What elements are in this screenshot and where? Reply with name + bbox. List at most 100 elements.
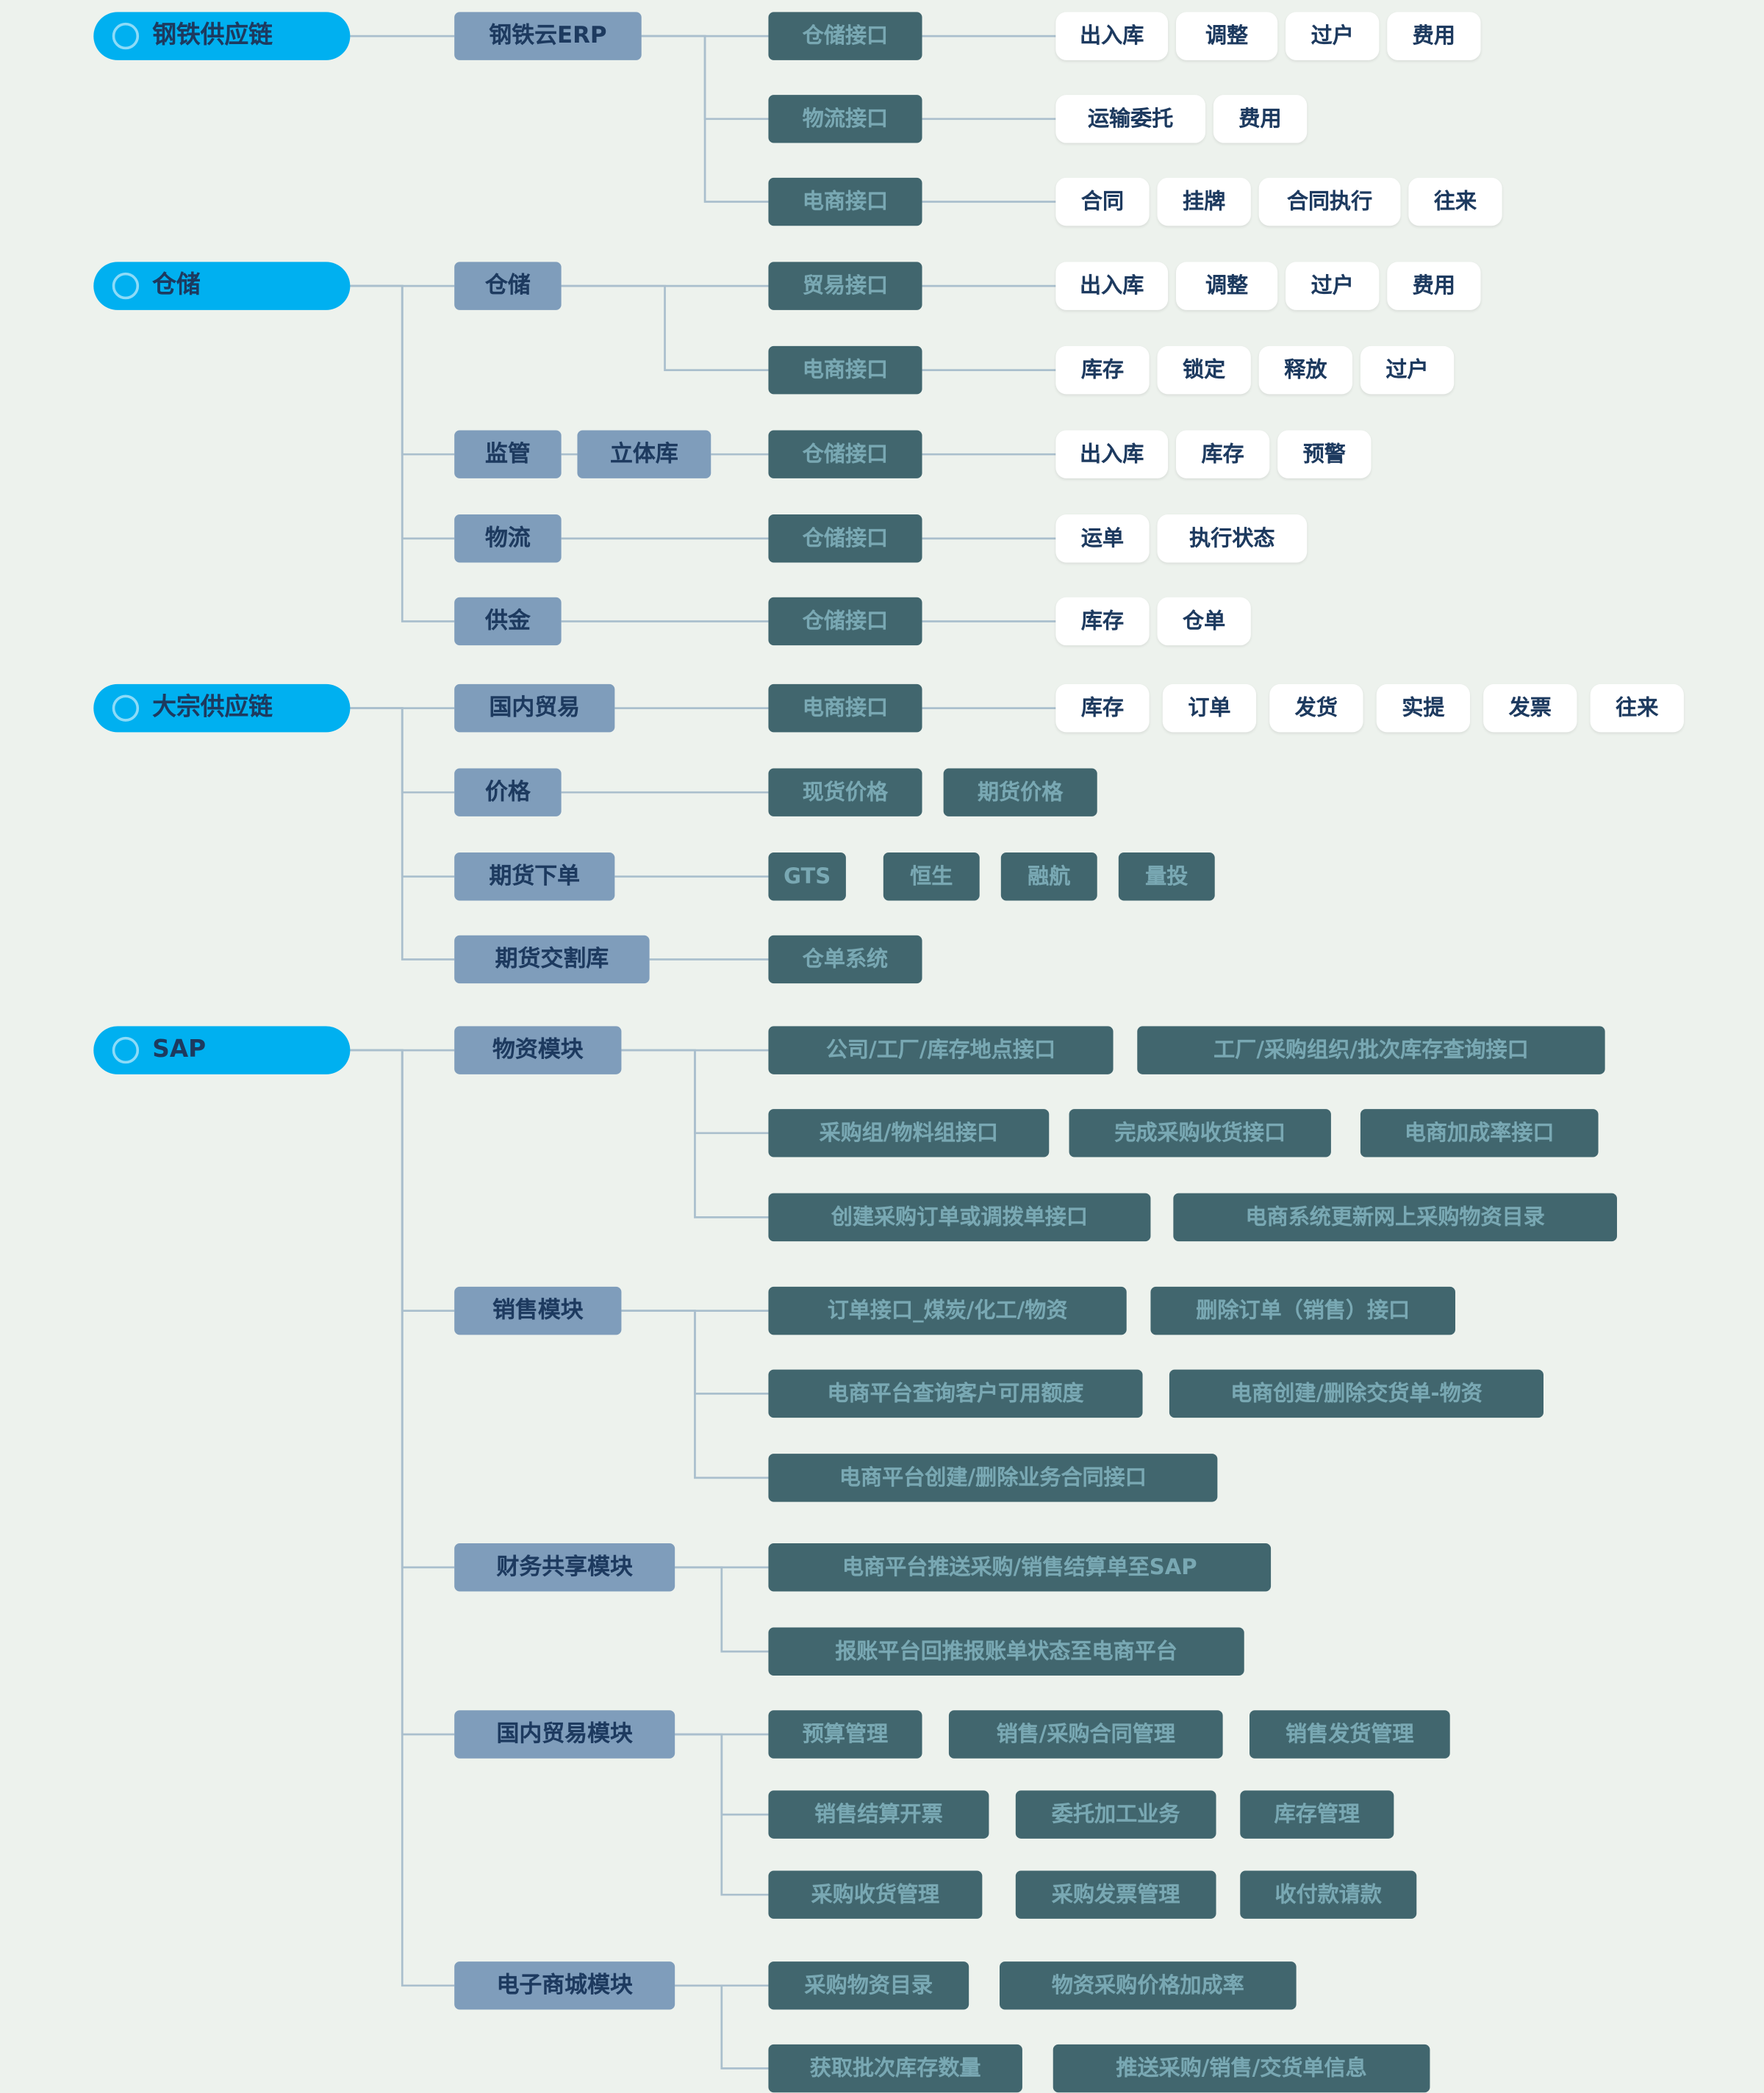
node-m6: 创建采购订单或调拨单接口 — [768, 1193, 1151, 1242]
node-c1-2: 调整 — [1175, 12, 1278, 60]
node-c9-3: 发货 — [1269, 683, 1363, 733]
node-d1: 预算管理 — [768, 1710, 922, 1759]
node-s1: 订单接口_煤炭/化工/物资 — [768, 1286, 1127, 1335]
node-label: GTS — [784, 863, 831, 889]
node-bulk-domestic-trade: 国内贸易 — [454, 683, 615, 733]
node-label: 库存 — [1080, 356, 1125, 382]
node-label: 获取批次库存数量 — [809, 2055, 981, 2081]
node-label: 合同 — [1080, 188, 1125, 214]
node-label: 仓储接口 — [802, 608, 889, 633]
node-label: 出入库 — [1080, 440, 1144, 467]
node-c2-2: 费用 — [1213, 95, 1308, 143]
node-label: 委托加工业务 — [1051, 1801, 1180, 1827]
node-label: 订单接口_煤炭/化工/物资 — [827, 1297, 1068, 1323]
node-m7: 电商系统更新网上采购物资目录 — [1173, 1193, 1617, 1242]
node-e1: 采购物资目录 — [768, 1961, 969, 2010]
node-label: 国内贸易 — [489, 694, 581, 721]
node-s5: 电商平台创建/删除业务合同接口 — [768, 1454, 1218, 1502]
node-label: 现货价格 — [802, 778, 889, 805]
node-label: 往来 — [1616, 694, 1659, 720]
node-c5-1: 库存 — [1055, 345, 1150, 395]
node-m3: 采购组/物料组接口 — [768, 1109, 1050, 1157]
node-label: 删除订单（销售）接口 — [1196, 1297, 1410, 1323]
node-label: 销售发货管理 — [1286, 1720, 1414, 1747]
node-label: 仓储接口 — [802, 22, 889, 49]
node-erp-logistics-if: 物流接口 — [768, 95, 922, 143]
pill-badge-icon — [112, 272, 140, 300]
node-label: 锁定 — [1183, 356, 1226, 382]
node-s3: 电商平台查询客户可用额度 — [768, 1369, 1143, 1418]
node-e2: 物资采购价格加成率 — [999, 1961, 1297, 2010]
node-label: 费用 — [1412, 272, 1455, 298]
node-label: 电商接口 — [802, 188, 889, 214]
node-label: 收付款请款 — [1274, 1881, 1382, 1907]
node-wh-ecom-if: 电商接口 — [768, 345, 922, 395]
node-liangtou: 量投 — [1118, 852, 1215, 901]
node-label: 调整 — [1205, 22, 1249, 49]
node-sap-domestic-trade: 国内贸易模块 — [454, 1710, 675, 1759]
node-d2: 销售/采购合同管理 — [948, 1710, 1223, 1759]
node-label: 供金 — [484, 607, 531, 634]
node-label: 电商平台推送采购/销售结算单至SAP — [842, 1554, 1197, 1580]
node-label: 发票 — [1508, 694, 1552, 720]
node-label: 销售结算开票 — [814, 1801, 943, 1827]
node-label: 调整 — [1205, 272, 1249, 298]
node-sap-material: 物资模块 — [454, 1026, 622, 1074]
node-spot-price: 现货价格 — [768, 768, 922, 816]
node-warrant-system: 仓单系统 — [768, 935, 922, 984]
node-sap-emall: 电子商城模块 — [454, 1961, 675, 2010]
pill-badge-icon — [112, 694, 140, 722]
node-label: 挂牌 — [1183, 188, 1226, 214]
node-d3: 销售发货管理 — [1249, 1710, 1450, 1759]
node-label: 销售/采购合同管理 — [996, 1720, 1175, 1747]
node-c3-1: 合同 — [1055, 177, 1150, 226]
node-label: 报账平台回推报账单状态至电商平台 — [835, 1638, 1177, 1664]
node-label: 订单 — [1188, 694, 1231, 720]
node-bulk-futures-delivery: 期货交割库 — [454, 935, 650, 984]
node-label: 销售模块 — [492, 1296, 584, 1324]
node-m1: 公司/工厂/库存地点接口 — [768, 1026, 1114, 1074]
node-label: 物资模块 — [492, 1035, 584, 1063]
node-label: 仓储 — [484, 271, 531, 299]
node-label: 恒生 — [910, 863, 953, 889]
node-c8-1: 库存 — [1055, 597, 1150, 646]
node-c5-2: 锁定 — [1157, 345, 1251, 395]
node-f2: 报账平台回推报账单状态至电商平台 — [768, 1627, 1244, 1676]
node-label: 物流接口 — [802, 105, 889, 132]
node-fin-warehouse-if: 仓储接口 — [768, 597, 922, 646]
node-erp-ecom-if: 电商接口 — [768, 177, 922, 226]
node-warehousing: 仓储 — [93, 262, 351, 310]
node-c4-4: 费用 — [1387, 262, 1481, 310]
node-m5: 电商加成率接口 — [1360, 1109, 1599, 1157]
node-label: 电子商城模块 — [496, 1971, 633, 1999]
node-label: 实提 — [1402, 694, 1445, 720]
node-log-warehouse-if: 仓储接口 — [768, 514, 922, 563]
node-s4: 电商创建/删除交货单-物资 — [1169, 1369, 1544, 1418]
node-c3-2: 挂牌 — [1157, 177, 1251, 226]
node-label: 仓单 — [1183, 608, 1226, 633]
node-label: 推送采购/销售/交货单信息 — [1116, 2055, 1367, 2081]
node-c4-1: 出入库 — [1055, 262, 1169, 310]
node-d9: 收付款请款 — [1240, 1870, 1417, 1919]
node-d8: 采购发票管理 — [1015, 1870, 1216, 1919]
node-label: 监管 — [484, 440, 531, 467]
node-c9-1: 库存 — [1055, 683, 1150, 733]
node-label: 电商平台查询客户可用额度 — [827, 1380, 1084, 1406]
node-wh-trade-if: 贸易接口 — [768, 262, 922, 310]
node-c3-3: 合同执行 — [1258, 177, 1401, 226]
node-label: 仓单系统 — [802, 946, 889, 972]
node-label: 电商加成率接口 — [1404, 1119, 1555, 1146]
node-c6-1: 出入库 — [1055, 430, 1169, 478]
node-label: 执行状态 — [1189, 525, 1275, 551]
node-label: 释放 — [1284, 356, 1327, 382]
node-label: 价格 — [484, 778, 531, 805]
node-label: 期货下单 — [489, 862, 581, 889]
node-steel-supply-chain: 钢铁供应链 — [93, 12, 351, 60]
node-c4-3: 过户 — [1286, 262, 1380, 310]
node-sup-warehouse-if: 仓储接口 — [768, 430, 922, 478]
node-c6-2: 库存 — [1175, 430, 1270, 478]
node-label: 创建采购订单或调拨单接口 — [831, 1204, 1088, 1229]
node-label: 库存 — [1080, 694, 1125, 720]
node-label: 电商接口 — [802, 694, 889, 720]
